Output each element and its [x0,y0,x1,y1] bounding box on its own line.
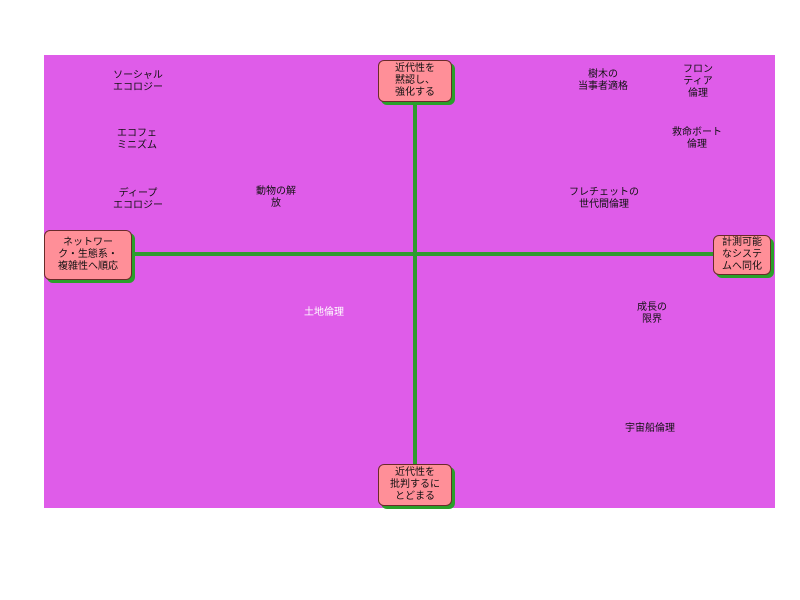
concept-label: 動物の解 放 [256,186,296,209]
concept-limits-growth: 成長の 限界 [624,296,680,332]
axis-pole-right: 計測可能 なシステ ムへ同化 [713,235,771,275]
concept-label: 成長の 限界 [637,302,667,325]
concept-ecofeminism: エコフェ ミニズム [102,123,172,157]
concept-label: フロン ティア 倫理 [683,64,713,99]
concept-label: エコフェ ミニズム [117,128,157,151]
concept-label: ディープ エコロジー [113,188,163,211]
concept-frontier-ethic: フロン ティア 倫理 [662,59,734,105]
axis-pole-left: ネットワー ク・生態系・ 複雑性へ順応 [44,230,132,280]
concept-label: 救命ボート 倫理 [672,127,722,150]
axis-pole-top: 近代性を 黙認し、 強化する [378,60,452,102]
axis-pole-bottom: 近代性を 批判するに とどまる [378,464,452,506]
concept-label: 樹木の 当事者適格 [578,69,628,92]
concept-spaceship-ethic: 宇宙船倫理 [609,412,691,446]
concept-land-ethic: 土地倫理 [288,297,360,329]
concept-tree-standing: 樹木の 当事者適格 [567,62,639,100]
concept-deep-ecology: ディープ エコロジー [99,180,177,220]
concept-social-ecology: ソーシャル エコロジー [98,64,178,100]
horizontal-axis-line [130,252,716,256]
vertical-axis-line [413,98,417,470]
concept-lifeboat-ethic: 救命ボート 倫理 [655,121,739,157]
concept-animal-liberation: 動物の解 放 [241,181,311,215]
concept-label: フレチェットの 世代間倫理 [569,187,639,210]
concept-label: ソーシャル エコロジー [113,70,163,93]
concept-label: 土地倫理 [304,307,344,318]
concept-label: 宇宙船倫理 [625,423,675,434]
concept-fletcher-ethic: フレチェットの 世代間倫理 [552,177,656,221]
